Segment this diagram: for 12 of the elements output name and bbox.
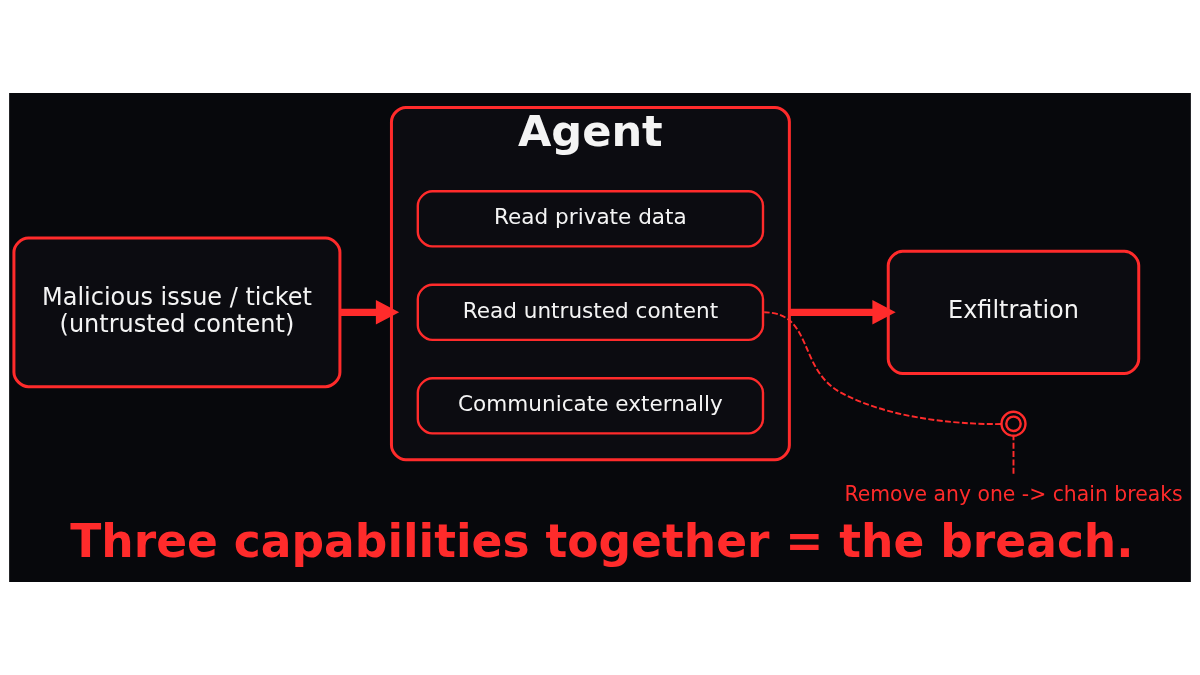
arrow — [789, 300, 896, 325]
node-box: Read untrusted content — [416, 283, 765, 342]
node-box: Read private data — [416, 190, 765, 248]
node-text: Remove any one -> chain breaks — [844, 481, 1183, 506]
node-box: Malicious issue / ticket (untrusted content) — [12, 236, 342, 389]
node-box: Exfiltration — [886, 249, 1141, 375]
caption: Three capabilities together = the breach. — [70, 515, 1134, 569]
node-box: Communicate externally — [416, 377, 765, 435]
connector — [763, 311, 1003, 426]
connector — [1012, 434, 1015, 475]
node-scissors — [1000, 410, 1027, 437]
arrow — [340, 300, 400, 325]
